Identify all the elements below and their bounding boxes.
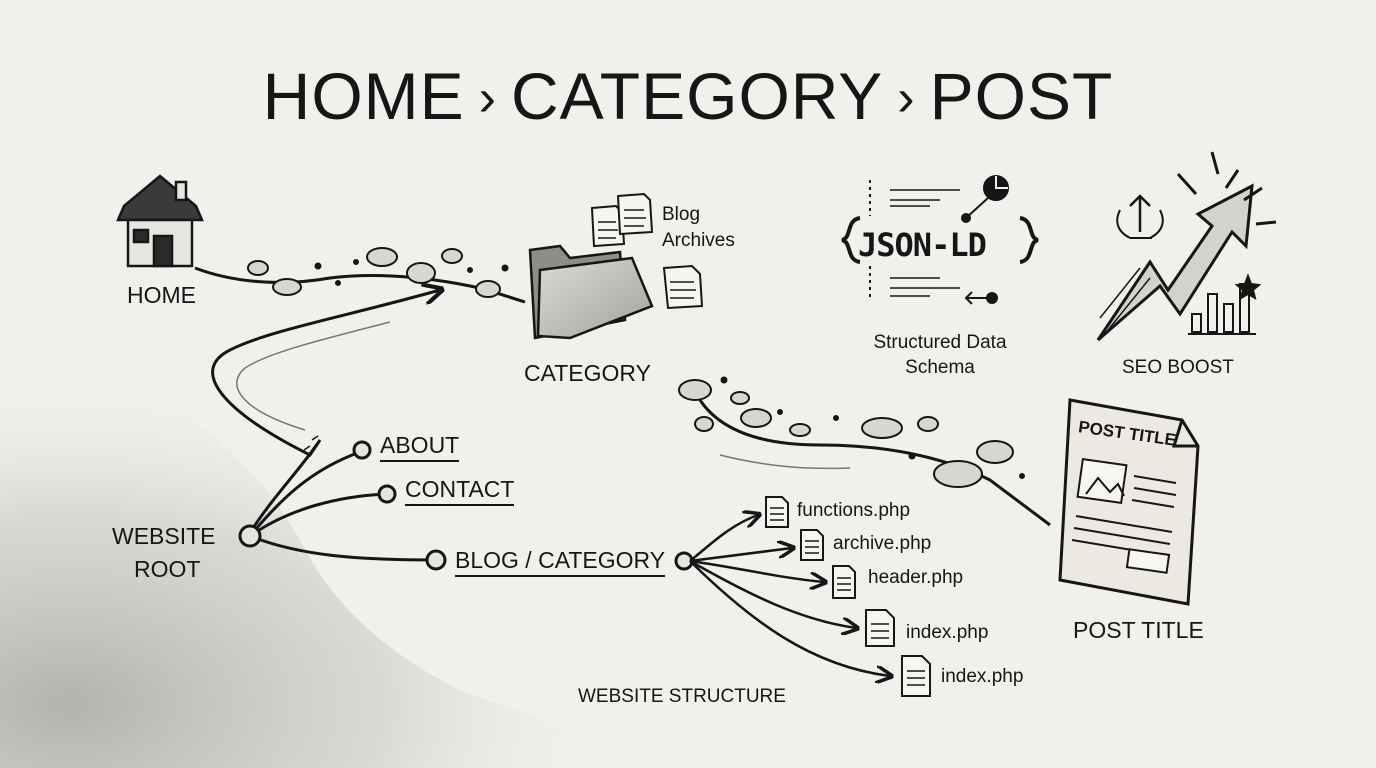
- folder-icon: [528, 244, 654, 340]
- post-title-label: POST TITLE: [1073, 617, 1204, 643]
- road-root-to-category: [211, 290, 440, 537]
- road-edge: [236, 321, 391, 431]
- file-label: header.php: [868, 567, 964, 588]
- json-ld-icon: [841, 175, 1039, 305]
- category-label: CATEGORY: [524, 360, 651, 386]
- stone-path-category-post: [678, 376, 1051, 527]
- bar-chart-icon: [1188, 273, 1262, 335]
- shadow-wash: [0, 343, 700, 768]
- breadcrumb-separator: ›: [897, 69, 916, 127]
- breadcrumb-category: CATEGORY: [511, 59, 884, 133]
- trophy-icon: [1116, 194, 1164, 239]
- house-icon: [116, 174, 204, 268]
- menu-about: ABOUT: [380, 432, 460, 462]
- breadcrumb-separator: ›: [478, 69, 497, 127]
- breadcrumb-home: HOME: [262, 59, 465, 133]
- json-ld-caption-line2: Schema: [905, 357, 975, 378]
- file-label: index.php: [906, 622, 989, 643]
- document-icon: [590, 192, 704, 310]
- file-arrows: [689, 515, 890, 676]
- json-ld-caption-line1: Structured Data: [873, 332, 1007, 353]
- document-icon: [765, 496, 931, 697]
- website-structure-caption: WEBSITE STRUCTURE: [578, 686, 786, 707]
- file-label: archive.php: [833, 533, 932, 554]
- file-label: functions.php: [797, 500, 911, 521]
- breadcrumb-post: POST: [929, 59, 1114, 133]
- json-ld-label: JSON-LD: [858, 226, 987, 264]
- file-label: index.php: [941, 666, 1024, 687]
- stone-path-home-category: [194, 247, 526, 304]
- website-root-label-line1: WEBSITE: [112, 523, 216, 549]
- blog-archives-label-line2: Archives: [662, 230, 735, 251]
- breadcrumb-title: HOME›CATEGORY›POST: [0, 58, 1376, 134]
- site-tree: [248, 435, 435, 562]
- home-label: HOME: [127, 282, 196, 308]
- rising-arrow-icon: [1096, 151, 1277, 342]
- article-icon: [1058, 398, 1200, 606]
- blog-archives-label-line1: Blog: [662, 204, 701, 225]
- menu-contact: CONTACT: [405, 476, 515, 506]
- menu-blog-category: BLOG / CATEGORY: [455, 547, 666, 577]
- seo-boost-label: SEO BOOST: [1122, 357, 1234, 378]
- website-root-label-line2: ROOT: [134, 556, 201, 582]
